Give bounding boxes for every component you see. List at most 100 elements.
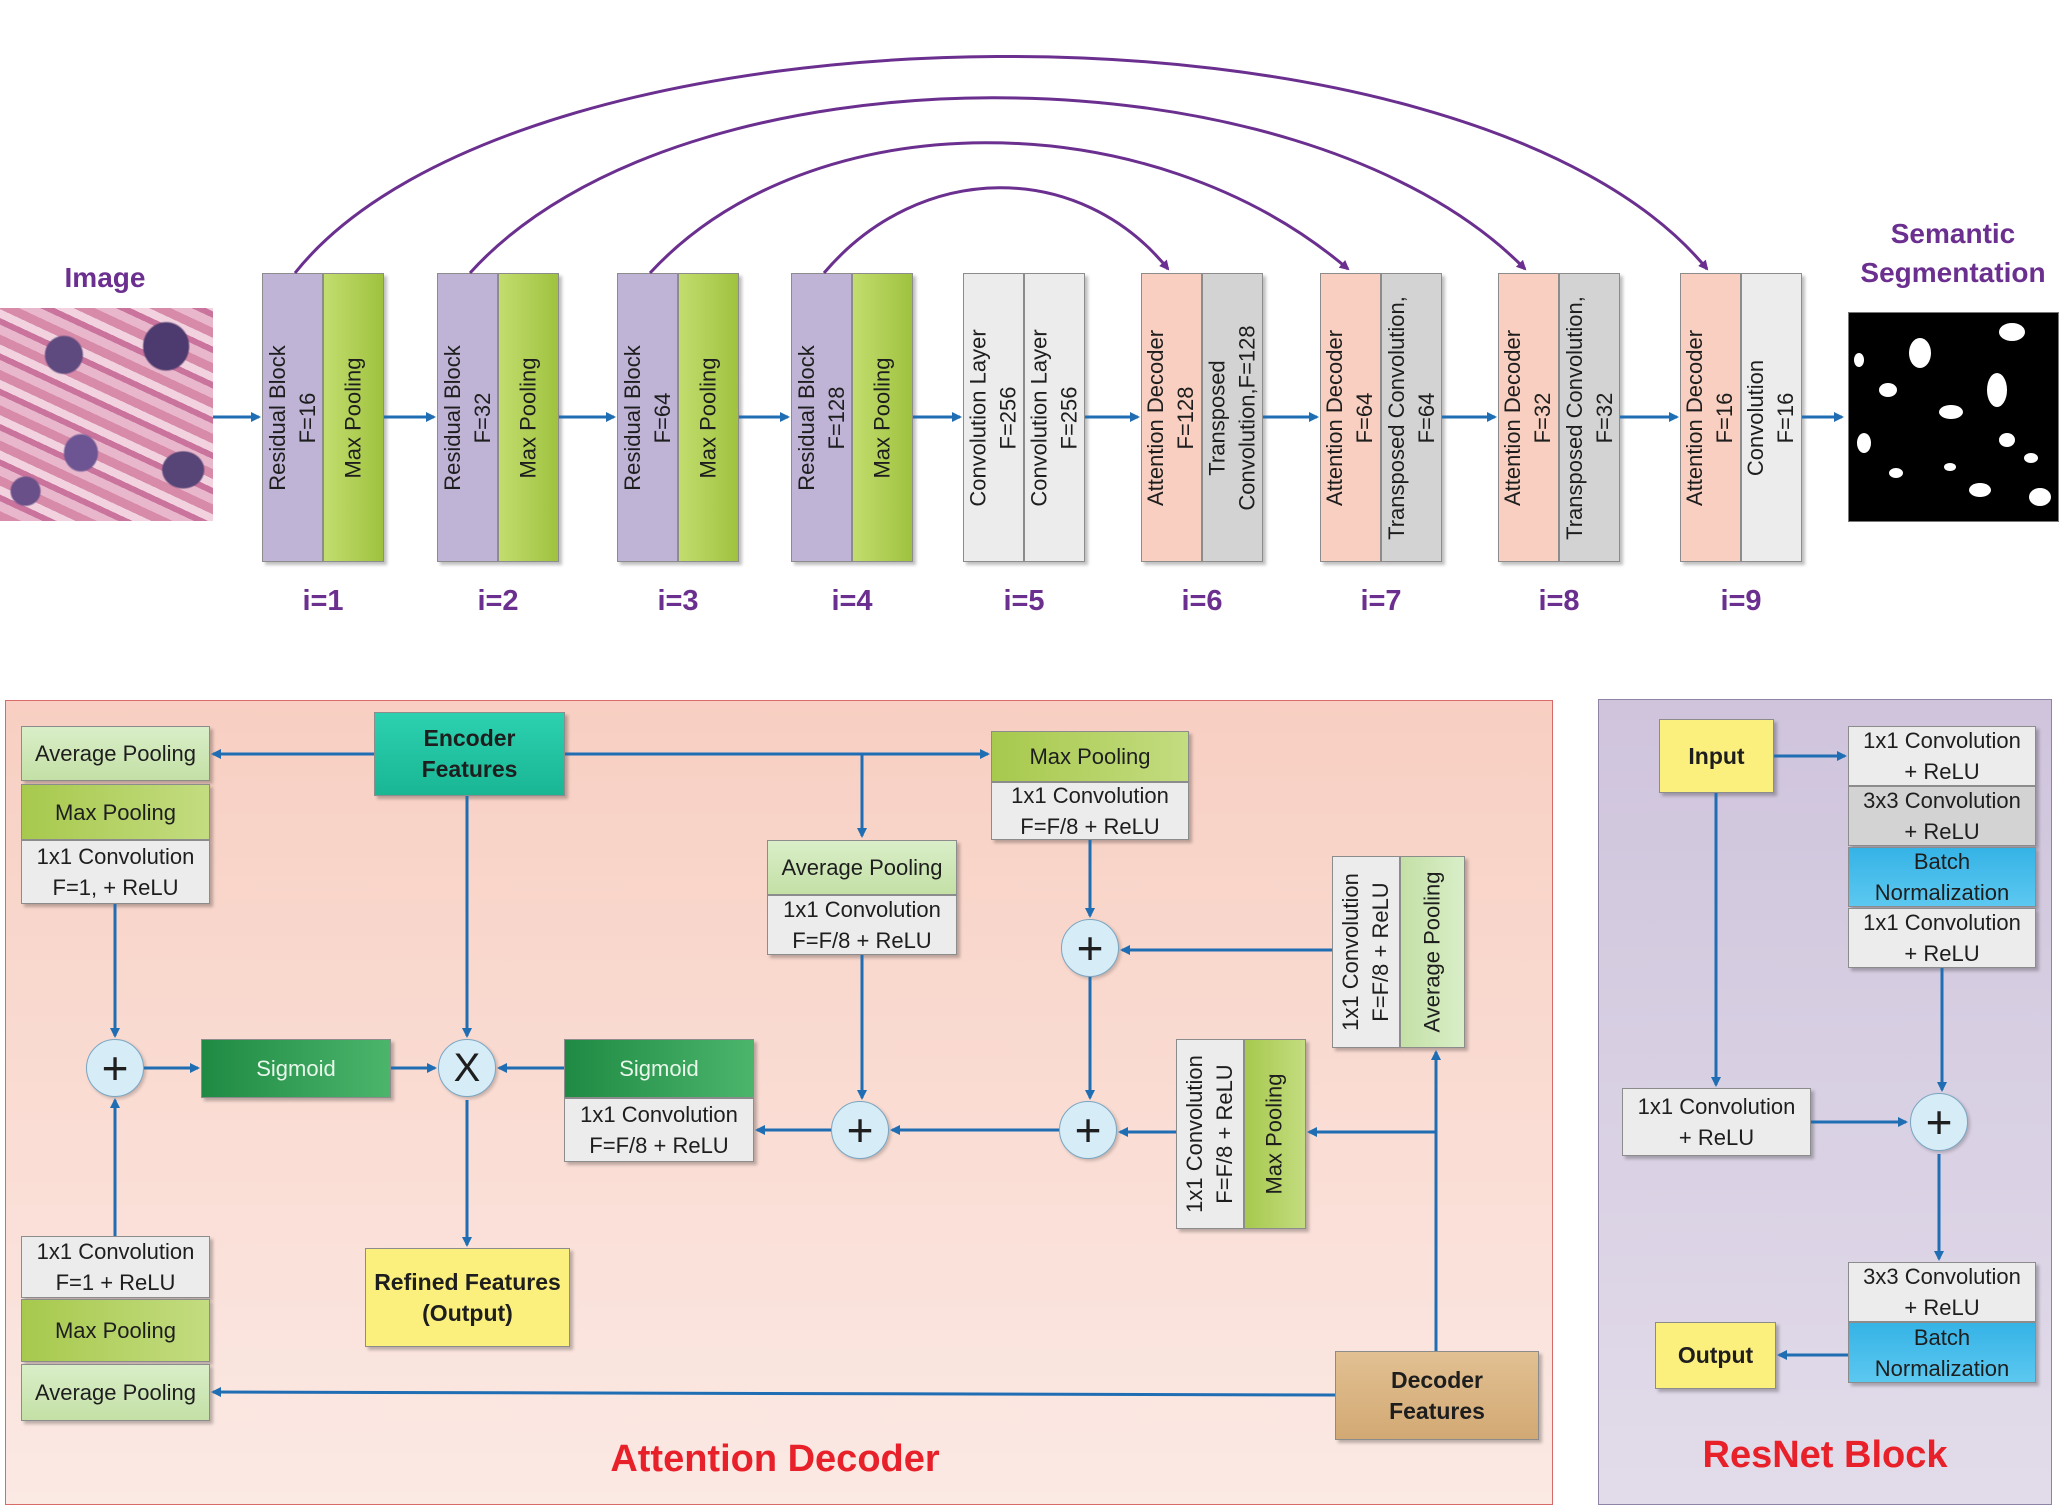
segmented-region — [2029, 488, 2051, 506]
stage-1-block-b: Max Pooling — [323, 273, 384, 562]
stage-1-block-a-line-1: Residual Block — [264, 344, 290, 491]
stage-8-block-b: Transposed Convolution,F=32 — [1559, 273, 1620, 562]
conv-bottom-left-line-1: 1x1 Convolution — [36, 1239, 195, 1264]
stage-3-block-b: Max Pooling — [678, 273, 739, 562]
stage-1-index: i=1 — [302, 585, 344, 617]
resnet-input-text: Input — [1688, 742, 1745, 769]
resnet-conv3: 1x1 Convolution+ ReLU — [1848, 908, 2036, 968]
stage-6-block-b-line-1: Transposed — [1204, 359, 1230, 476]
stage-5-block-b-line-1: Convolution Layer — [1026, 328, 1052, 507]
conv-sigmoid-right-line-2: F=F/8 + ReLU — [589, 1133, 729, 1158]
stage-4-block-a-line-2: F=128 — [823, 386, 849, 450]
avg-pool-mid: Average Pooling — [767, 840, 957, 895]
max-pool-top-left-text: Max Pooling — [54, 799, 177, 825]
stage-4-block-b-text: Max Pooling — [868, 357, 898, 478]
stage-2-block-b-line-1: Max Pooling — [515, 356, 541, 479]
stage-9-block-a-line-2: F=16 — [1712, 392, 1738, 443]
skip-arc-3-to-7 — [648, 141, 1350, 275]
avg-pool-top-left-text: Average Pooling — [34, 741, 197, 766]
stage-3-block-a-line-1: Residual Block — [619, 344, 645, 491]
stage-7-block-a-line-1: Attention Decoder — [1322, 329, 1348, 506]
stage-1-block-b-line-1: Max Pooling — [340, 356, 366, 479]
avg-pool-mid-text: Average Pooling — [781, 855, 943, 880]
sum-left: + — [86, 1039, 144, 1097]
conv-top-right-line-2: F=F/8 + ReLU — [1020, 814, 1160, 839]
resnet-conv4-text: 3x3 Convolution+ ReLU — [1863, 1261, 2021, 1323]
stage-4-index: i=4 — [831, 585, 873, 617]
stage-7-index: i=7 — [1360, 585, 1402, 617]
max-pool-vert-text: Max Pooling — [1260, 1073, 1290, 1194]
segmentation-output-image — [1848, 312, 2059, 522]
segmented-region — [1879, 383, 1897, 397]
stage-2-block-a-line-1: Residual Block — [439, 344, 465, 491]
stage-4-block-b-line-1: Max Pooling — [869, 356, 895, 479]
stage-5-block-a-line-1: Convolution Layer — [965, 328, 991, 507]
sum-right-bottom: + — [1059, 1101, 1117, 1159]
sum-mid-bottom: + — [831, 1101, 889, 1159]
conv-mid-line-2: F=F/8 + ReLU — [792, 928, 932, 953]
segmented-region — [1944, 463, 1956, 471]
stage-8-block-a-line-2: F=32 — [1530, 392, 1556, 443]
avg-pool-bottom-left: Average Pooling — [21, 1364, 210, 1421]
segmented-region — [1909, 338, 1931, 368]
resnet-skip-conv: 1x1 Convolution+ ReLU — [1622, 1088, 1811, 1156]
stage-4-block-a-line-1: Residual Block — [793, 344, 819, 491]
resnet-conv4-line-1: 3x3 Convolution — [1863, 1264, 2021, 1289]
attention-decoder-title: Attention Decoder — [610, 1438, 940, 1480]
avg-pool-vert: Average Pooling — [1400, 856, 1465, 1048]
resnet-conv1-text: 1x1 Convolution+ ReLU — [1863, 725, 2021, 787]
sum-right-top: + — [1061, 919, 1119, 977]
max-pool-top-left: Max Pooling — [21, 784, 210, 840]
conv-top-left-line-2: F=1, + ReLU — [52, 875, 179, 900]
segmented-region — [2024, 453, 2038, 463]
sigmoid-left-text: Sigmoid — [256, 1056, 336, 1081]
encoder-features-box-line-2: Features — [421, 756, 518, 782]
stage-5-block-b-line-2: F=256 — [1056, 386, 1082, 449]
image-label: Image — [64, 262, 146, 293]
refined-features-box: Refined Features(Output) — [365, 1248, 570, 1347]
max-pool-top-right: Max Pooling — [991, 731, 1189, 782]
sigmoid-left: Sigmoid — [201, 1039, 391, 1098]
segmented-region — [1889, 468, 1903, 478]
stage-9-index: i=9 — [1720, 585, 1762, 617]
attention-decoder-panel — [5, 700, 1553, 1505]
resnet-conv4: 3x3 Convolution+ ReLU — [1848, 1262, 2036, 1322]
stage-8-block-a-line-1: Attention Decoder — [1500, 329, 1526, 506]
conv-bottom-left-line-2: F=1 + ReLU — [55, 1270, 176, 1295]
conv-vert-lower-line-2: F=F/8 + ReLU — [1212, 1064, 1237, 1204]
resnet-conv1: 1x1 Convolution+ ReLU — [1848, 726, 2036, 786]
segmented-region — [1857, 433, 1871, 453]
stage-3-block-a-line-2: F=64 — [649, 392, 675, 443]
sigmoid-right: Sigmoid — [564, 1039, 754, 1098]
avg-pool-vert-text: Average Pooling — [1418, 871, 1448, 1032]
refined-features-box-line-1: Refined Features — [374, 1268, 561, 1295]
stage-8-index: i=8 — [1538, 585, 1580, 617]
stage-6-index: i=6 — [1181, 585, 1223, 617]
